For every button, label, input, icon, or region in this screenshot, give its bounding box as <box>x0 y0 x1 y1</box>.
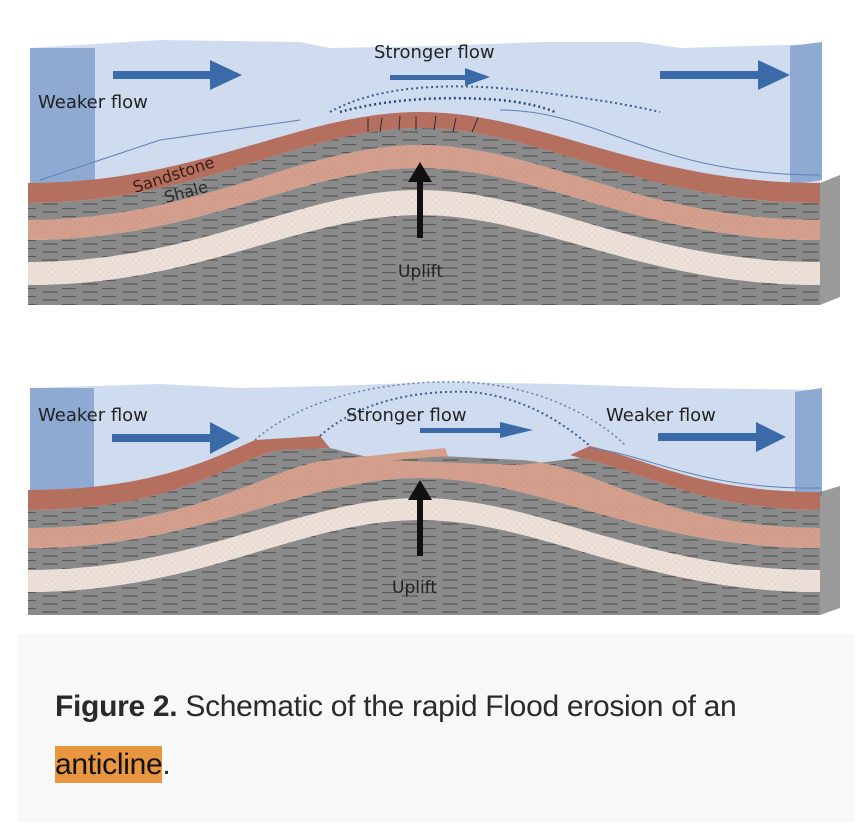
flow-arrow-right <box>660 60 790 90</box>
layer-shale-3 <box>28 168 820 262</box>
caption-text: Figure 2. Schematic of the rapid Flood e… <box>55 678 835 794</box>
flow-arrow-left <box>112 422 240 454</box>
label-weaker-flow-left: Weaker flow <box>38 405 148 426</box>
figure-caption: Figure 2. Schematic of the rapid Flood e… <box>18 634 854 822</box>
layer-shale-bottom <box>28 520 820 615</box>
layer-shale-2 <box>28 448 820 528</box>
diagram-panel-before-erosion: Weaker flow Stronger flow Sandstone Shal… <box>0 0 866 320</box>
block-side-face <box>820 175 840 305</box>
water-lower-line <box>499 109 821 176</box>
layer-pale-sandstone <box>28 190 820 285</box>
water-lower-line <box>589 447 821 489</box>
water-side-right <box>795 388 822 500</box>
caption-highlighted-term: anticline <box>55 746 163 783</box>
fracture-lines <box>367 115 479 133</box>
erosion-arc-inner <box>339 96 556 114</box>
layer-shale-2 <box>28 128 820 220</box>
flow-arrow-center <box>420 422 533 438</box>
water-side-left <box>30 388 94 503</box>
layer-sandstone-2 <box>28 456 820 548</box>
eroded-block-center <box>330 448 448 464</box>
layer-pale-sandstone <box>28 498 820 592</box>
label-uplift: Uplift <box>398 262 443 282</box>
label-uplift: Uplift <box>392 578 437 598</box>
anticline-diagram-bottom: Weaker flow Stronger flow Weaker flow Up… <box>28 381 840 615</box>
label-weaker-flow: Weaker flow <box>38 92 148 113</box>
layer-sandstone-top <box>28 112 820 203</box>
layer-sandstone-top-left <box>28 436 330 510</box>
layer-sandstone-top-right <box>570 446 820 510</box>
water-side-left <box>30 48 95 188</box>
uplift-arrow <box>408 162 432 238</box>
label-stronger-flow: Stronger flow <box>346 405 467 426</box>
layer-sandstone-2 <box>28 145 820 240</box>
water-side-right <box>790 42 822 185</box>
flow-arrow-left <box>113 60 242 90</box>
caption-end: . <box>162 748 171 781</box>
block-side-face <box>820 486 840 615</box>
caption-body: Schematic of the rapid Flood erosion of … <box>177 690 737 723</box>
diagram-panel-after-erosion: Weaker flow Stronger flow Weaker flow Up… <box>0 360 866 640</box>
anticline-diagram-top: Weaker flow Stronger flow Sandstone Shal… <box>28 40 840 305</box>
caption-figure-label: Figure 2. <box>55 690 178 723</box>
layer-shale-bottom <box>28 215 820 305</box>
flow-arrow-right <box>658 422 786 452</box>
erosion-arc-outer <box>329 85 661 113</box>
label-weaker-flow-right: Weaker flow <box>606 405 716 426</box>
flow-arrow-center <box>390 68 490 86</box>
label-stronger-flow: Stronger flow <box>374 42 495 63</box>
uplift-arrow <box>408 480 432 556</box>
